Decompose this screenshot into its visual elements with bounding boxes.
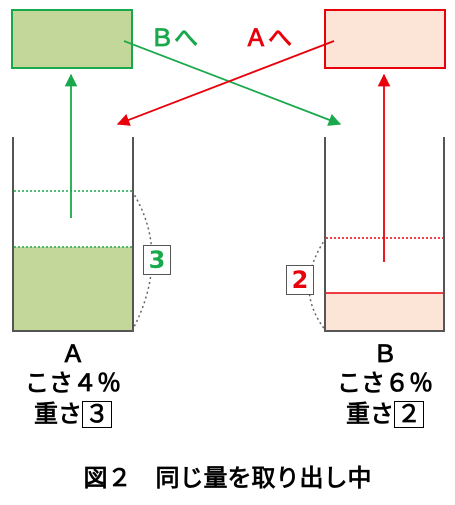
- arrow-b-to-a: [116, 40, 335, 126]
- container-a-liquid: [14, 247, 132, 330]
- container-b-weight-value: ２: [394, 401, 424, 429]
- label-to-b: Ｂへ: [150, 24, 198, 52]
- container-a-outline: [12, 137, 134, 332]
- container-b-weight-prefix: 重さ: [346, 400, 394, 428]
- taken-box-a: [11, 9, 133, 69]
- label-to-a: Ａへ: [244, 24, 292, 52]
- container-b-outline: [324, 137, 445, 332]
- container-b-concentration: こさ６％: [337, 369, 433, 397]
- container-a-concentration: こさ４％: [25, 369, 121, 397]
- taken-amount-a: 3: [143, 245, 171, 275]
- container-a-weight-prefix: 重さ: [34, 400, 82, 428]
- taken-box-b: [324, 9, 446, 69]
- container-b-name: Ｂ: [373, 340, 397, 368]
- figure-caption: 図２ 同じ量を取り出し中: [83, 464, 372, 492]
- taken-amount-b: 2: [286, 265, 314, 295]
- arrow-a-to-b: [123, 40, 342, 126]
- container-a-name: Ａ: [61, 340, 85, 368]
- container-b-liquid: [326, 293, 443, 330]
- container-a-weight-value: ３: [82, 401, 112, 429]
